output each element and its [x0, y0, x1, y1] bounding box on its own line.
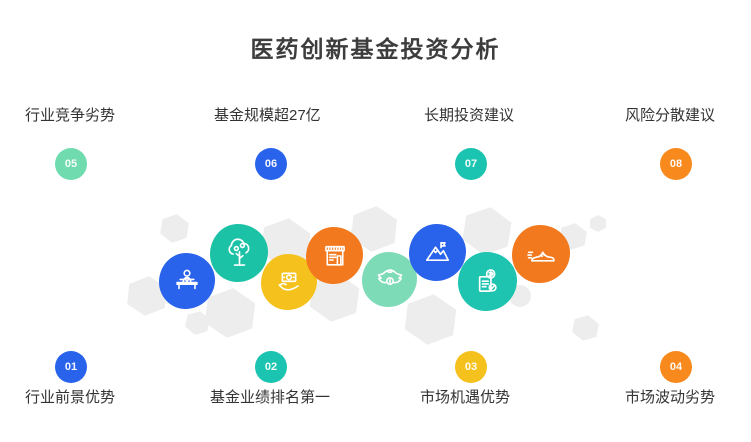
number-badge-08: 08 [660, 148, 692, 180]
hexagon-decor [159, 212, 190, 245]
label-item-08: 风险分散建议 [625, 107, 716, 124]
label-item-06: 基金规模超27亿 [214, 107, 321, 124]
number-badge-04: 04 [660, 351, 692, 383]
label-item-04: 市场波动劣势 [625, 389, 716, 406]
label-item-03: 市场机遇优势 [420, 389, 511, 406]
number-badge-06: 06 [255, 148, 287, 180]
label-item-02: 基金业绩排名第一 [210, 389, 331, 406]
label-item-07: 长期投资建议 [424, 107, 515, 124]
hexagon-decor [461, 204, 514, 259]
hexagon-decor [590, 215, 606, 232]
label-item-01: 行业前景优势 [25, 389, 116, 406]
page-title: 医药创新基金投资分析 [250, 36, 501, 62]
number-badge-02: 02 [255, 351, 287, 383]
money-tree-icon [210, 224, 268, 282]
running-shoe-icon [512, 225, 570, 283]
number-badge-03: 03 [455, 351, 487, 383]
label-item-05: 行业竞争劣势 [25, 107, 116, 124]
receipt-dollar-icon [458, 252, 517, 311]
mountain-flag-icon [409, 224, 466, 281]
flying-money-icon [362, 252, 417, 307]
number-badge-05: 05 [55, 148, 87, 180]
hexagon-decor [403, 291, 458, 348]
number-badge-07: 07 [455, 148, 487, 180]
storefront-icon [306, 227, 363, 284]
number-badge-01: 01 [55, 351, 87, 383]
businessman-desk-icon [159, 253, 215, 309]
hexagon-decor [571, 313, 601, 343]
